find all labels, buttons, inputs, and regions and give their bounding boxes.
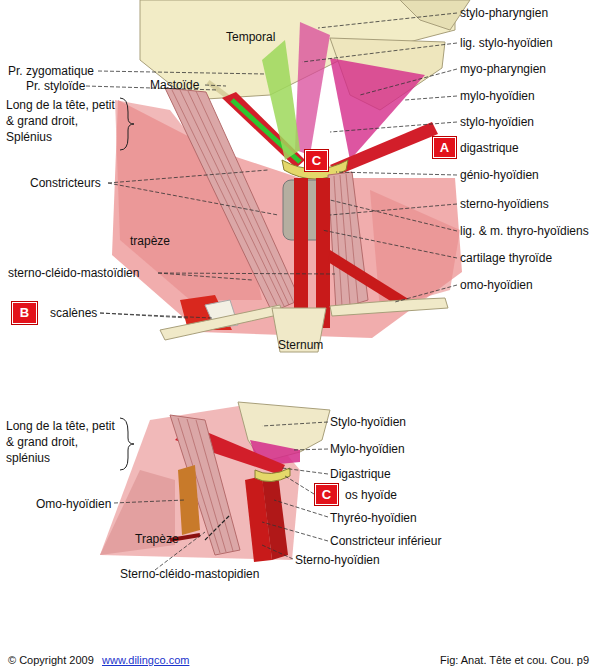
callout-letter: C: [322, 488, 331, 502]
anatomy-label: sterno-hyoïdiens: [460, 196, 549, 212]
callout-box: B: [12, 302, 37, 324]
anatomy-label: stylo-hyoïdien: [460, 114, 534, 130]
anatomy-label: Sterno-hyoïdien: [295, 552, 380, 568]
anatomy-label: sterno-cléido-mastoïdien: [8, 265, 139, 281]
sternohyoid-muscle: [316, 178, 330, 328]
clavicle-bone: [330, 298, 448, 316]
bracket: [120, 418, 134, 470]
anatomy-label: Thyréo-hyoïdien: [330, 510, 417, 526]
leader-line: [86, 13, 457, 570]
anatomy-label: Mastoïde: [150, 77, 199, 93]
callout-letter: A: [440, 141, 449, 155]
website-link: www.dilingco.com: [102, 652, 189, 668]
bracket: [120, 98, 134, 150]
muscle-striation: [178, 418, 233, 553]
anatomy-label: Long de la tête, petit & grand droit, sp…: [6, 418, 120, 466]
anatomy-label: Sternum: [278, 337, 323, 353]
anatomy-label: Omo-hyoïdien: [36, 496, 111, 512]
anatomy-label: mylo-hyoïdien: [460, 88, 535, 104]
anatomy-label: Temporal: [226, 29, 275, 45]
anatomy-label: myo-pharyngien: [460, 61, 546, 77]
sternocleidomastoid-muscle: [170, 415, 240, 555]
anatomy-label: lig. & m. thyro-hyoïdiens: [460, 223, 589, 239]
callout-box: C: [305, 150, 328, 171]
muscle-striation: [334, 174, 358, 306]
anatomy-label: Mylo-hyoïdien: [330, 441, 405, 457]
anatomy-label: Fig: Anat. Tête et cou. Cou. p9: [440, 652, 589, 668]
callout-box: C: [315, 484, 338, 505]
anatomy-label: Digastrique: [330, 466, 391, 482]
anatomy-label: omo-hyoïdien: [460, 277, 533, 293]
sternum-bone: [272, 308, 326, 352]
anatomy-label: Sterno-cléido-mastopidien: [120, 566, 259, 582]
thyrohyoid-muscle: [262, 474, 288, 560]
skull-bone: [400, 0, 470, 30]
anatomy-label: © Copyright 2009: [8, 652, 94, 668]
sternocleidomastoid-muscle: [328, 172, 368, 310]
anatomy-label: Constricteur inférieur: [330, 533, 441, 549]
constrictor-muscle: [262, 40, 300, 160]
anatomy-label: génio-hyoïdien: [460, 167, 539, 183]
callout-letter: C: [312, 154, 321, 168]
anatomy-label: Constricteurs: [30, 175, 101, 191]
muscle-edge: [205, 515, 230, 540]
anatomy-label: Long de la tête, petit & grand droit, Sp…: [6, 97, 120, 145]
anatomy-label: trapèze: [130, 233, 170, 249]
sternohyoid-muscle: [294, 178, 308, 328]
callout-letter: B: [20, 306, 29, 320]
anatomy-label: Pr. styloïde: [26, 78, 85, 94]
anatomy-label: scalènes: [50, 305, 97, 321]
anatomy-label: Trapèze: [135, 531, 179, 547]
anatomy-label: Stylo-hyoïdien: [330, 414, 406, 430]
hyoid-bone: [255, 468, 290, 482]
clavicle-bone: [160, 305, 282, 340]
anatomy-label: Pr. zygomatique: [8, 63, 94, 79]
anatomy-label: os hyoïde: [345, 487, 397, 503]
anatomy-label: digastrique: [460, 140, 519, 156]
anatomy-label: stylo-pharyngien: [460, 5, 548, 21]
anatomy-label: cartilage thyroïde: [460, 250, 552, 266]
stylo-pharyngeal-muscle: [295, 22, 330, 155]
anatomy-label: lig. stylo-hyoïdien: [460, 35, 553, 51]
callout-box: A: [433, 137, 456, 158]
